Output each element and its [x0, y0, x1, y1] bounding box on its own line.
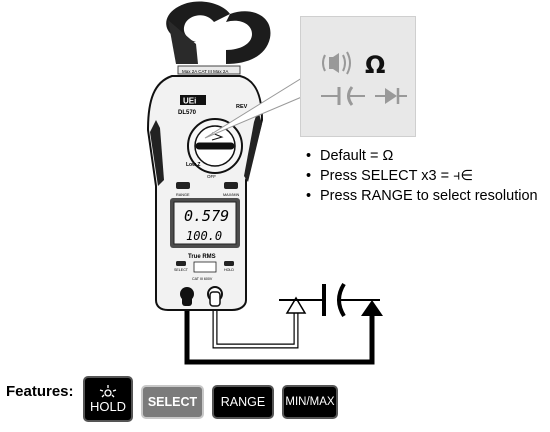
svg-text:Max 2A CAT III Max 2A: Max 2A CAT III Max 2A — [182, 69, 228, 74]
svg-text:CAT III 600V: CAT III 600V — [192, 277, 213, 281]
svg-text:UEi: UEi — [183, 97, 196, 106]
svg-text:Low Z: Low Z — [186, 162, 200, 168]
buzzer-icon — [322, 51, 351, 75]
svg-text:DL570: DL570 — [178, 110, 197, 116]
range-button[interactable]: RANGE — [212, 385, 274, 419]
svg-text:HOLD: HOLD — [224, 268, 234, 272]
svg-text:RANGE: RANGE — [176, 193, 190, 197]
hold-button[interactable]: HOLD — [83, 376, 133, 422]
svg-text:100.0: 100.0 — [186, 229, 222, 243]
range-key — [176, 182, 190, 189]
lcd-display — [173, 201, 237, 245]
bullet-range: Press RANGE to select resolution — [304, 186, 538, 206]
clamp-jaws: Max 2A CAT III Max 2A — [166, 1, 271, 75]
meter-body — [146, 75, 264, 311]
hold-key — [224, 261, 234, 266]
svg-text:True RMS: True RMS — [188, 254, 216, 260]
maxmin-key — [224, 182, 238, 189]
ohm-symbol: Ω — [365, 51, 385, 79]
red-lead-arrow — [285, 296, 307, 314]
bullet-default: Default = Ω — [304, 146, 538, 166]
black-lead-arrow — [361, 300, 383, 316]
instructions-list: Default = Ω Press SELECT x3 = ⫞∈ Press R… — [304, 146, 538, 206]
select-key — [176, 261, 186, 266]
brand-logo — [180, 95, 206, 105]
minmax-button-label: MIN/MAX — [285, 396, 335, 408]
range-button-label: RANGE — [220, 395, 266, 409]
bullet-select: Press SELECT x3 = ⫞∈ — [304, 166, 538, 186]
black-test-lead — [184, 300, 375, 365]
red-probe-plug — [209, 291, 221, 307]
function-callout: Ω — [300, 16, 416, 137]
features-label: Features: — [6, 383, 74, 400]
svg-text:REV: REV — [236, 104, 248, 110]
black-probe-plug — [182, 292, 192, 306]
red-test-lead — [213, 300, 298, 348]
diode-icon — [375, 88, 407, 104]
select-button-label: SELECT — [147, 395, 198, 409]
svg-text:OFF: OFF — [207, 174, 216, 179]
svg-text:MAX/MIN: MAX/MIN — [223, 193, 240, 197]
hold-button-label: HOLD — [89, 398, 127, 414]
light-icon — [99, 384, 117, 397]
svg-text:SELECT: SELECT — [174, 268, 189, 272]
svg-text:0.579: 0.579 — [184, 207, 229, 225]
minmax-button[interactable]: MIN/MAX — [282, 385, 338, 419]
select-button[interactable]: SELECT — [141, 385, 204, 419]
rotary-dial: Low Z OFF — [186, 118, 243, 179]
capacitor-icon — [279, 282, 380, 318]
capacitor-mode-icon — [321, 86, 365, 106]
